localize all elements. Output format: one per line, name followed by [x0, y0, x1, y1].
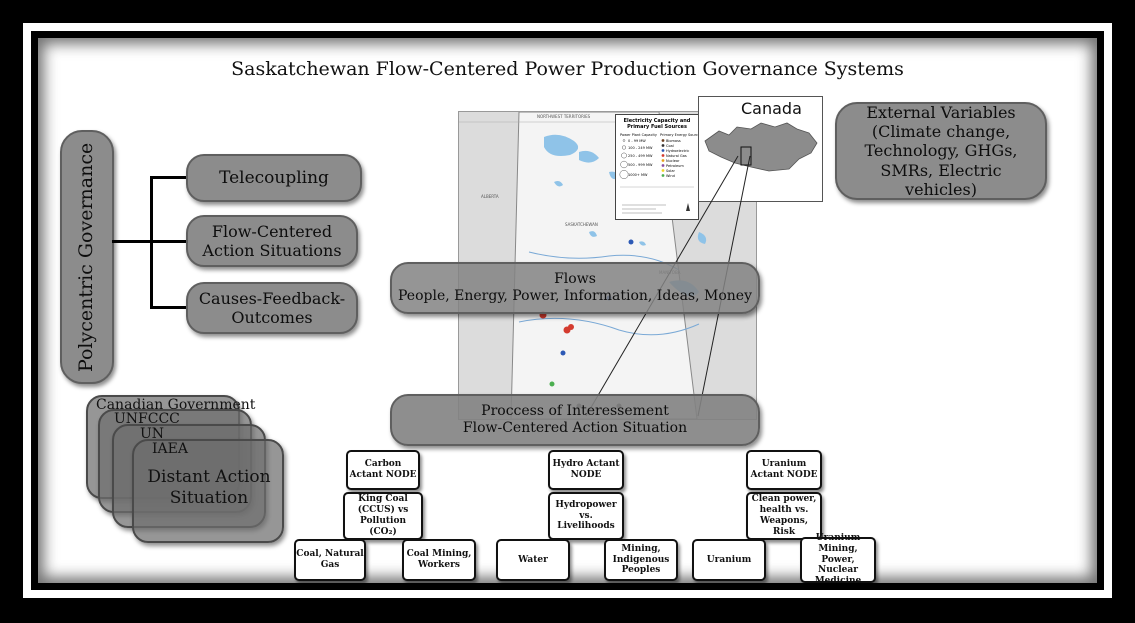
- map-label-saskatchewan: SASKATCHEWAN: [565, 222, 598, 227]
- flows-title: Flows: [554, 271, 596, 288]
- causes-feedback-label: Causes-Feedback-Outcomes: [198, 288, 346, 327]
- causes-feedback-box: Causes-Feedback-Outcomes: [186, 282, 358, 334]
- external-variables-box: External Variables (Climate change, Tech…: [835, 102, 1047, 200]
- hydro-left-node: Water: [496, 539, 570, 581]
- connector-telecoupling: [150, 176, 186, 179]
- carbon-tension-node: King Coal (CCUS) vs Pollution (CO₂): [343, 492, 423, 540]
- card-unfccc-label: UNFCCC: [114, 411, 180, 427]
- card-un-label: UN: [140, 426, 165, 442]
- hydro-actant-node: Hydro Actant NODE: [548, 450, 624, 490]
- legend-symbols: [619, 139, 694, 214]
- interessement-box: Proccess of Interessement Flow-Centered …: [390, 394, 760, 446]
- telecoupling-box: Telecoupling: [186, 154, 362, 202]
- diagram-title: Saskatchewan Flow-Centered Power Product…: [231, 58, 904, 80]
- card-iaea: IAEA Distant Action Situation: [132, 439, 284, 543]
- legend-capacity-0: 0 - 99 MW: [628, 139, 646, 143]
- connector-causes: [150, 306, 186, 309]
- hydro-tension-node: Hydropower vs. Livelihoods: [548, 492, 624, 540]
- interessement-subtitle: Flow-Centered Action Situation: [462, 420, 688, 436]
- flows-list: People, Energy, Power, Information, Idea…: [398, 288, 752, 304]
- connector-main: [112, 240, 152, 243]
- uranium-actant-node: Uranium Actant NODE: [746, 450, 822, 490]
- external-variables-label: External Variables (Climate change, Tech…: [864, 103, 1018, 199]
- legend-source-header: Primary Energy Source: [660, 133, 701, 137]
- card-iaea-label: IAEA: [152, 441, 188, 457]
- flow-centered-label: Flow-Centered Action Situations: [202, 221, 342, 260]
- carbon-right-node: Coal Mining, Workers: [402, 539, 476, 581]
- legend-capacity-1: 100 - 249 MW: [628, 146, 653, 150]
- uranium-left-node: Uranium: [692, 539, 766, 581]
- canada-inset-label: Canada: [741, 99, 802, 118]
- map-label-alberta: ALBERTA: [481, 194, 499, 199]
- canada-inset-map: [704, 122, 818, 172]
- map-legend: Electricity Capacity and Primary Fuel So…: [615, 114, 701, 220]
- hydro-right-node: Mining, Indigenous Peoples: [604, 539, 678, 581]
- uranium-right-node: Uranium Mining, Power, Nuclear Medicine: [800, 533, 876, 583]
- legend-source-2: Hydroelectric: [666, 149, 690, 153]
- connector-flow-centered: [150, 240, 186, 243]
- diagram-canvas: Saskatchewan Flow-Centered Power Product…: [38, 38, 1097, 583]
- carbon-actant-node: Carbon Actant NODE: [346, 450, 420, 490]
- polycentric-governance-box: Polycentric Governance: [60, 130, 114, 384]
- uranium-tension-node: Clean power, health vs. Weapons, Risk: [746, 492, 822, 540]
- interessement-title: Proccess of Interessement: [481, 403, 669, 420]
- flows-box: Flows People, Energy, Power, Information…: [390, 262, 760, 314]
- flow-centered-box: Flow-Centered Action Situations: [186, 215, 358, 267]
- canada-inset: Canada: [698, 96, 823, 202]
- legend-title: Electricity Capacity and Primary Fuel So…: [623, 118, 691, 130]
- carbon-left-node: Coal, Natural Gas: [294, 539, 366, 581]
- legend-source-0: Biomass: [666, 139, 681, 143]
- legend-source-1: Coal: [666, 144, 674, 148]
- map-label-nwt: NORTHWEST TERRITORIES: [537, 114, 591, 119]
- legend-capacity-header: Power Plant Capacity: [620, 133, 657, 137]
- polycentric-governance-label: Polycentric Governance: [75, 142, 98, 372]
- distant-action-label: Distant Action Situation: [147, 467, 271, 509]
- telecoupling-label: Telecoupling: [219, 167, 329, 188]
